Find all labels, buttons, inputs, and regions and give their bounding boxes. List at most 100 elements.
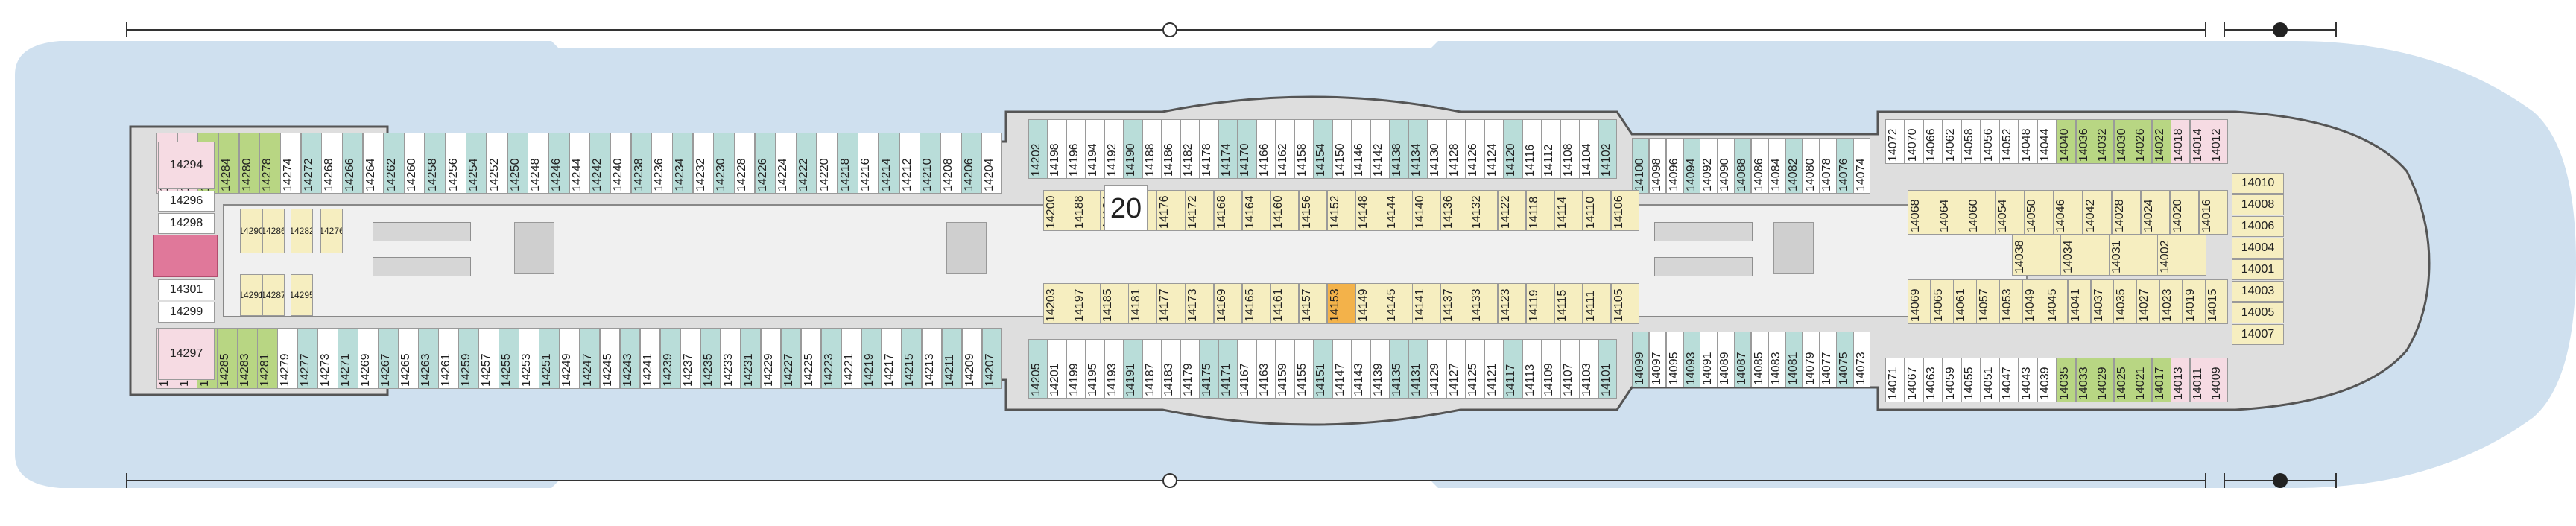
- cabin-14301[interactable]: 14301: [158, 279, 215, 300]
- cabin-14002[interactable]: 14002: [2157, 235, 2206, 276]
- cabin-14216[interactable]: 14216: [858, 133, 879, 194]
- cabin-14298[interactable]: 14298: [158, 213, 215, 234]
- cabin-14209[interactable]: 14209: [961, 328, 983, 389]
- cabin-14233[interactable]: 14233: [720, 328, 741, 389]
- cabin-14297[interactable]: 14297: [158, 328, 215, 380]
- cabin-14104[interactable]: 14104: [1579, 119, 1598, 179]
- cabin-14192[interactable]: 14192: [1104, 119, 1124, 179]
- cabin-14253[interactable]: 14253: [519, 328, 539, 389]
- cabin-14163[interactable]: 14163: [1256, 339, 1276, 399]
- cabin-14260[interactable]: 14260: [404, 133, 425, 194]
- cabin-14237[interactable]: 14237: [680, 328, 701, 389]
- cabin-14212[interactable]: 14212: [899, 133, 920, 194]
- cabin-14263[interactable]: 14263: [418, 328, 439, 389]
- cabin-14112[interactable]: 14112: [1541, 119, 1561, 179]
- cabin-14047[interactable]: 14047: [1999, 358, 2019, 402]
- cabin-14247[interactable]: 14247: [579, 328, 601, 389]
- cabin-14033[interactable]: 14033: [2075, 358, 2095, 402]
- cabin-14091[interactable]: 14091: [1700, 332, 1718, 387]
- cabin-14161[interactable]: 14161: [1270, 283, 1300, 324]
- cabin-14226[interactable]: 14226: [754, 133, 776, 194]
- cabin-14088[interactable]: 14088: [1734, 138, 1752, 194]
- cabin-14114[interactable]: 14114: [1554, 190, 1583, 231]
- cabin-14084[interactable]: 14084: [1768, 138, 1786, 194]
- cabin-14079[interactable]: 14079: [1802, 332, 1820, 387]
- cabin-14140[interactable]: 14140: [1412, 190, 1441, 231]
- cabin-14106[interactable]: 14106: [1610, 190, 1640, 231]
- cabin-14172[interactable]: 14172: [1185, 190, 1215, 231]
- cabin-14078[interactable]: 14078: [1819, 138, 1837, 194]
- cabin-14282[interactable]: 14282: [291, 209, 313, 253]
- cabin-14118[interactable]: 14118: [1525, 190, 1555, 231]
- cabin-14048[interactable]: 14048: [2018, 119, 2038, 164]
- cabin-14262[interactable]: 14262: [383, 133, 405, 194]
- cabin-14052[interactable]: 14052: [1999, 119, 2019, 164]
- cabin-14187[interactable]: 14187: [1142, 339, 1162, 399]
- cabin-14128[interactable]: 14128: [1446, 119, 1466, 179]
- cabin-14087[interactable]: 14087: [1734, 332, 1752, 387]
- cabin-14102[interactable]: 14102: [1598, 119, 1618, 179]
- cabin-14152[interactable]: 14152: [1326, 190, 1356, 231]
- cabin-14167[interactable]: 14167: [1237, 339, 1257, 399]
- cabin-14218[interactable]: 14218: [837, 133, 858, 194]
- cabin-14142[interactable]: 14142: [1370, 119, 1390, 179]
- cabin-14278[interactable]: 14278: [259, 133, 281, 194]
- cabin-14230[interactable]: 14230: [713, 133, 735, 194]
- cabin-14235[interactable]: 14235: [700, 328, 721, 389]
- cabin-14245[interactable]: 14245: [599, 328, 621, 389]
- cabin-14060[interactable]: 14060: [1966, 190, 1996, 235]
- cabin-14049[interactable]: 14049: [2022, 279, 2045, 324]
- cabin-14204[interactable]: 14204: [981, 133, 1003, 194]
- cabin-14014[interactable]: 14014: [2189, 119, 2209, 164]
- cabin-14040[interactable]: 14040: [2057, 119, 2077, 164]
- cabin-14101[interactable]: 14101: [1598, 339, 1618, 399]
- cabin-14190[interactable]: 14190: [1123, 119, 1143, 179]
- cabin-14227[interactable]: 14227: [780, 328, 802, 389]
- cabin-14194[interactable]: 14194: [1085, 119, 1105, 179]
- cabin-14117[interactable]: 14117: [1503, 339, 1523, 399]
- cabin-14043[interactable]: 14043: [2018, 358, 2038, 402]
- cabin-14003[interactable]: 14003: [2232, 281, 2284, 302]
- cabin-14124[interactable]: 14124: [1484, 119, 1504, 179]
- cabin-14065[interactable]: 14065: [1930, 279, 1954, 324]
- cabin-14281[interactable]: 14281: [257, 328, 278, 389]
- cabin-14111[interactable]: 14111: [1582, 283, 1612, 324]
- cabin-14266[interactable]: 14266: [342, 133, 364, 194]
- cabin-14213[interactable]: 14213: [921, 328, 943, 389]
- cabin-14032[interactable]: 14032: [2095, 119, 2115, 164]
- cabin-14176[interactable]: 14176: [1156, 190, 1186, 231]
- cabin-14131[interactable]: 14131: [1408, 339, 1428, 399]
- cabin-14236[interactable]: 14236: [651, 133, 673, 194]
- cabin-14267[interactable]: 14267: [378, 328, 399, 389]
- cabin-14069[interactable]: 14069: [1908, 279, 1931, 324]
- cabin-14098[interactable]: 14098: [1648, 138, 1667, 194]
- cabin-14077[interactable]: 14077: [1819, 332, 1837, 387]
- cabin-14085[interactable]: 14085: [1751, 332, 1769, 387]
- cabin-14203[interactable]: 14203: [1043, 283, 1072, 324]
- cabin-14155[interactable]: 14155: [1294, 339, 1314, 399]
- cabin-14115[interactable]: 14115: [1554, 283, 1583, 324]
- cabin-14080[interactable]: 14080: [1802, 138, 1820, 194]
- cabin-14221[interactable]: 14221: [841, 328, 862, 389]
- cabin-14005[interactable]: 14005: [2232, 302, 2284, 323]
- cabin-14228[interactable]: 14228: [734, 133, 756, 194]
- cabin-14154[interactable]: 14154: [1313, 119, 1333, 179]
- cabin-14053[interactable]: 14053: [1999, 279, 2023, 324]
- cabin-14147[interactable]: 14147: [1332, 339, 1352, 399]
- cabin-14109[interactable]: 14109: [1541, 339, 1561, 399]
- cabin-14123[interactable]: 14123: [1497, 283, 1527, 324]
- cabin-14186[interactable]: 14186: [1161, 119, 1181, 179]
- cabin-14020[interactable]: 14020: [2169, 190, 2200, 235]
- cabin-14011[interactable]: 14011: [2189, 358, 2209, 402]
- cabin-14280[interactable]: 14280: [238, 133, 260, 194]
- cabin-14198[interactable]: 14198: [1047, 119, 1067, 179]
- cabin-14164[interactable]: 14164: [1241, 190, 1271, 231]
- cabin-14166[interactable]: 14166: [1256, 119, 1276, 179]
- cabin-14006[interactable]: 14006: [2232, 216, 2284, 237]
- cabin-14272[interactable]: 14272: [300, 133, 322, 194]
- cabin-14174[interactable]: 14174: [1218, 119, 1238, 179]
- cabin-14113[interactable]: 14113: [1522, 339, 1542, 399]
- cabin-14197[interactable]: 14197: [1072, 283, 1101, 324]
- cabin-14162[interactable]: 14162: [1275, 119, 1295, 179]
- cabin-14071[interactable]: 14071: [1885, 358, 1905, 402]
